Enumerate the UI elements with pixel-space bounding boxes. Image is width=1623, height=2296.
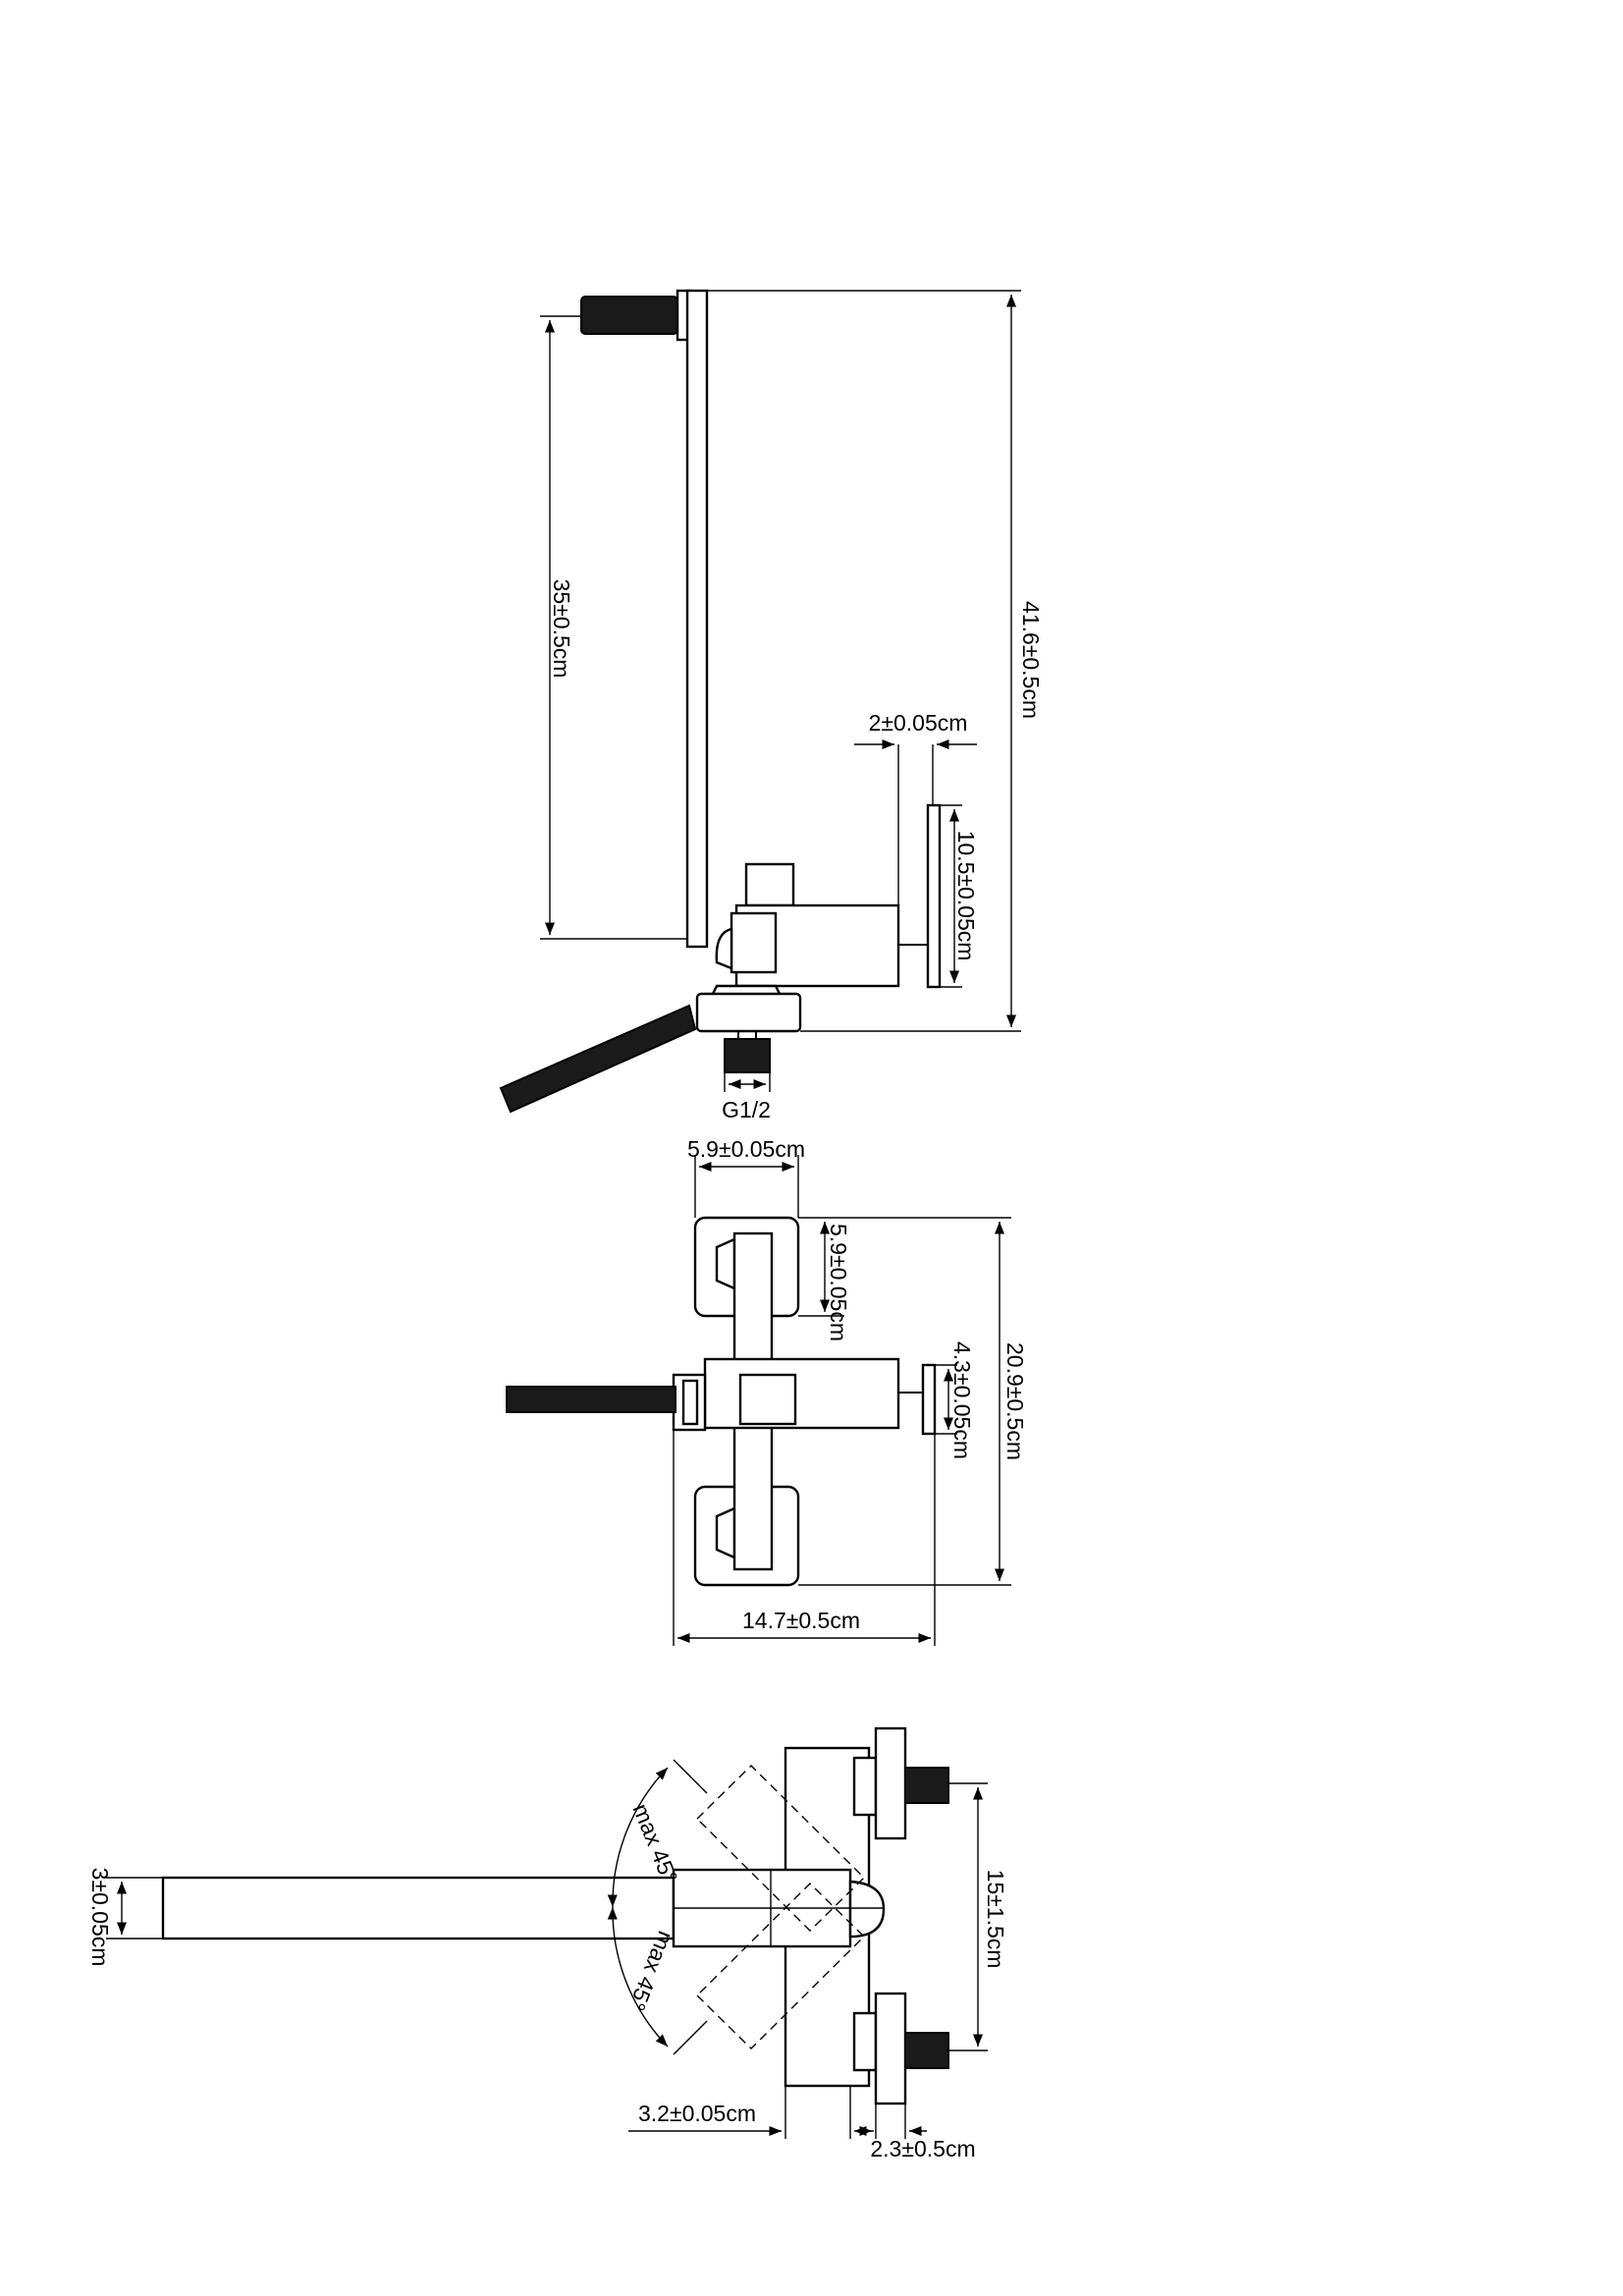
front-view: max 45° max 45° 3±0.05cm 15±1.5cm 3.2±0.… bbox=[87, 1726, 1008, 2161]
dim-total-height: 41.6±0.5cm bbox=[1018, 601, 1044, 719]
body-upper-step bbox=[730, 911, 778, 974]
sliding-rail bbox=[685, 289, 709, 949]
lower-inlet-stem bbox=[852, 2011, 878, 2072]
angle-down-label: max 45° bbox=[624, 1928, 679, 2014]
upper-thread bbox=[904, 1767, 949, 1804]
lower-thread bbox=[904, 2032, 949, 2069]
body-horizontal-bar bbox=[703, 1357, 900, 1430]
dim-flange-height: 5.9±0.05cm bbox=[826, 1224, 851, 1341]
top-view: 5.9±0.05cm 5.9±0.05cm 4.3±0.05cm 20.9±0.… bbox=[506, 1136, 1028, 1646]
lower-nut-icon bbox=[715, 1506, 736, 1559]
lower-escutcheon bbox=[874, 1992, 907, 2105]
wall-flange bbox=[695, 992, 802, 1033]
dim-handle-depth: 2±0.05cm bbox=[869, 710, 968, 736]
dim-handle-height: 10.5±0.05cm bbox=[953, 831, 979, 961]
dim-center-distance: 15±1.5cm bbox=[983, 1870, 1008, 1969]
dim-total-height-top: 20.9±0.5cm bbox=[1002, 1342, 1028, 1460]
dim-total-width: 14.7±0.5cm bbox=[742, 1608, 860, 1633]
thread-label: G1/2 bbox=[722, 1097, 771, 1122]
lever-max-up bbox=[696, 1765, 865, 1932]
dim-connector-width: 2.3±0.5cm bbox=[870, 2136, 975, 2161]
side-view: 41.6±0.5cm 35±0.5cm 2±0.05cm 10.5±0.05cm… bbox=[499, 289, 1044, 1122]
top-handle bbox=[921, 1363, 937, 1436]
hand-shower-holder bbox=[580, 296, 678, 335]
diverter-knob bbox=[744, 862, 795, 907]
dim-handle-width: 4.3±0.05cm bbox=[949, 1341, 975, 1459]
dim-rail-height: 35±0.5cm bbox=[549, 579, 574, 679]
hose-nut bbox=[681, 1379, 699, 1426]
dim-spout-height: 3±0.05cm bbox=[87, 1868, 113, 1967]
upper-escutcheon bbox=[874, 1726, 907, 1840]
body-diverter-square bbox=[738, 1373, 797, 1426]
lever-cap bbox=[848, 1880, 886, 1939]
lever-handle bbox=[926, 803, 942, 989]
shower-hose bbox=[499, 1004, 697, 1114]
thread-connector bbox=[724, 1038, 771, 1073]
top-hose bbox=[506, 1386, 676, 1413]
lever-max-down bbox=[696, 1883, 865, 2050]
angle-up-label: max 45° bbox=[628, 1800, 683, 1886]
outlet-elbow bbox=[715, 927, 733, 970]
upper-nut-icon bbox=[715, 1237, 736, 1290]
dim-flange-width: 5.9±0.05cm bbox=[687, 1136, 805, 1162]
dim-body-width: 3.2±0.05cm bbox=[638, 2101, 756, 2126]
upper-inlet-stem bbox=[852, 1756, 878, 1817]
spout bbox=[161, 1876, 676, 1941]
